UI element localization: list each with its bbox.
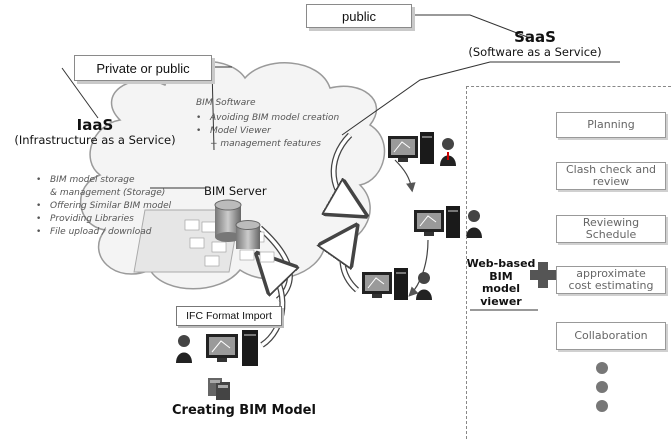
workstation-icon xyxy=(388,132,434,164)
workstation-icon xyxy=(206,330,258,366)
cross-plus-icon xyxy=(530,262,556,288)
dot-3 xyxy=(596,400,608,412)
service-reviewing-schedule: Reviewing Schedule xyxy=(556,215,666,243)
private-connector xyxy=(211,66,232,151)
saas-feature-list: •Avoiding BIM model creation •Model View… xyxy=(196,112,339,151)
iaas-heading: IaaS xyxy=(76,116,114,134)
saas-subheading: (Software as a Service) xyxy=(468,44,602,59)
bim-server-label: BIM Server xyxy=(204,184,267,198)
iaas-subheading: (Infrastructure as a Service) xyxy=(14,132,176,147)
iaas-title: IaaS (Infrastructure as a Service) xyxy=(4,116,186,147)
saas-list-heading: BIM Software xyxy=(196,98,256,108)
iaas-feature-item: & management (Storage) xyxy=(50,188,166,198)
viewer-label-line: Web-based xyxy=(466,257,536,270)
service-line: Planning xyxy=(587,118,635,131)
iaas-feature-list: •BIM model storage & management (Storage… xyxy=(36,174,171,239)
user-icon xyxy=(176,335,192,363)
service-line: approximate xyxy=(576,267,646,280)
viewer-label-line: BIM xyxy=(489,269,513,283)
service-clash-check: Clash check and review xyxy=(556,162,666,190)
iaas-feature-item: •Providing Libraries xyxy=(36,214,134,224)
ifc-import-box: IFC Format Import xyxy=(176,306,282,326)
service-line: Schedule xyxy=(585,228,637,241)
saas-feature-item: •Avoiding BIM model creation xyxy=(196,113,340,123)
iaas-feature-item: •File upload / download xyxy=(36,227,152,237)
saas-title: SaaS (Software as a Service) xyxy=(440,28,630,59)
server-stack-icon xyxy=(208,378,230,400)
dot-2 xyxy=(596,381,608,393)
public-connector xyxy=(412,14,531,39)
public-box: public xyxy=(306,4,412,28)
creating-model-label: Creating BIM Model xyxy=(172,403,316,418)
service-line: review xyxy=(592,175,630,188)
bim-server-icon xyxy=(133,199,275,273)
service-planning: Planning xyxy=(556,112,666,138)
user-icon xyxy=(440,138,456,166)
service-collaboration: Collaboration xyxy=(556,322,666,350)
private-or-public-box: Private or public xyxy=(74,55,212,81)
workstation-icon xyxy=(362,268,408,300)
iaas-feature-item: •Offering Similar BIM model xyxy=(36,201,172,211)
saas-feature-item: + management features xyxy=(210,139,321,149)
viewer-label-line: model viewer xyxy=(480,282,522,308)
iaas-feature-item: •BIM model storage xyxy=(36,175,135,185)
service-line: Clash check and xyxy=(565,163,657,176)
user-icon xyxy=(416,272,432,300)
service-line: cost estimating xyxy=(568,279,654,292)
saas-heading: SaaS xyxy=(514,28,556,46)
workstation-icon xyxy=(414,206,460,238)
service-line: Reviewing xyxy=(582,216,640,229)
dot-1 xyxy=(596,362,608,374)
service-cost-estimating: approximate cost estimating xyxy=(556,266,666,294)
service-line: Collaboration xyxy=(574,329,648,342)
user-icon xyxy=(466,210,482,238)
viewer-label: Web-based BIM model viewer xyxy=(464,257,538,308)
services-panel xyxy=(466,86,671,439)
saas-connector xyxy=(341,61,491,136)
saas-feature-item: •Model Viewer xyxy=(196,126,271,136)
iaas-connector xyxy=(61,67,99,119)
